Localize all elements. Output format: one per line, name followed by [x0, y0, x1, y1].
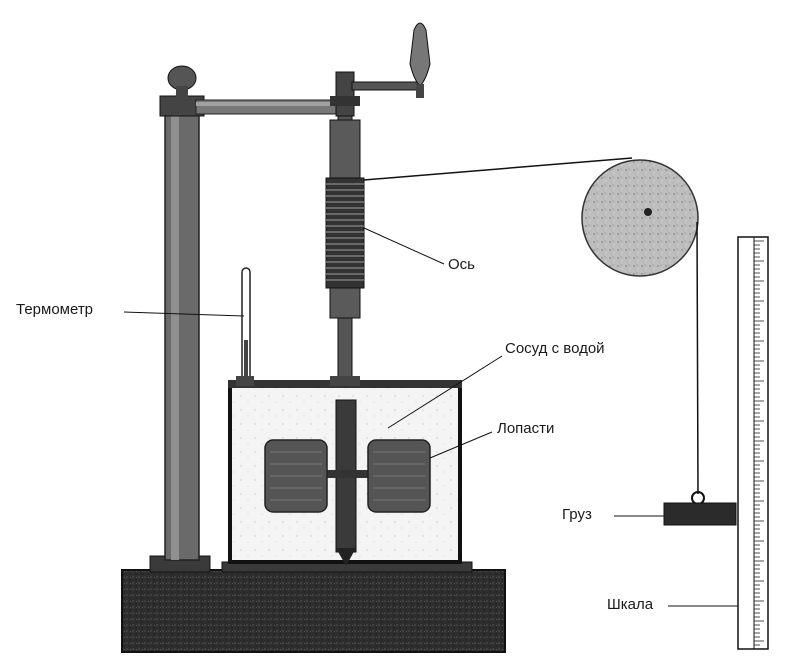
leader-blades: [429, 431, 493, 459]
label-vessel: Сосуд с водой: [505, 340, 605, 357]
label-blades: Лопасти: [497, 420, 555, 437]
crank-handle: [330, 22, 431, 117]
label-thermometer: Термометр: [16, 301, 94, 318]
axis-spindle: [325, 115, 365, 407]
string-to-pulley: [363, 157, 633, 181]
leader-thermometer: [123, 311, 245, 317]
leader-axis: [363, 227, 445, 265]
paddles: [264, 439, 431, 513]
weight-block: [663, 491, 737, 526]
pulley: [581, 159, 699, 277]
base: [121, 555, 506, 653]
label-axis: Ось: [448, 256, 475, 273]
string-to-weight: [696, 221, 699, 495]
leader-lines: [123, 227, 738, 607]
stand-column: [159, 65, 205, 561]
label-weight: Груз: [562, 506, 592, 523]
label-scale: Шкала: [607, 596, 654, 613]
scale-ruler: [737, 236, 769, 650]
horizontal-arm: [195, 99, 345, 115]
inner-shaft: [335, 399, 357, 566]
leader-vessel: [387, 355, 503, 429]
